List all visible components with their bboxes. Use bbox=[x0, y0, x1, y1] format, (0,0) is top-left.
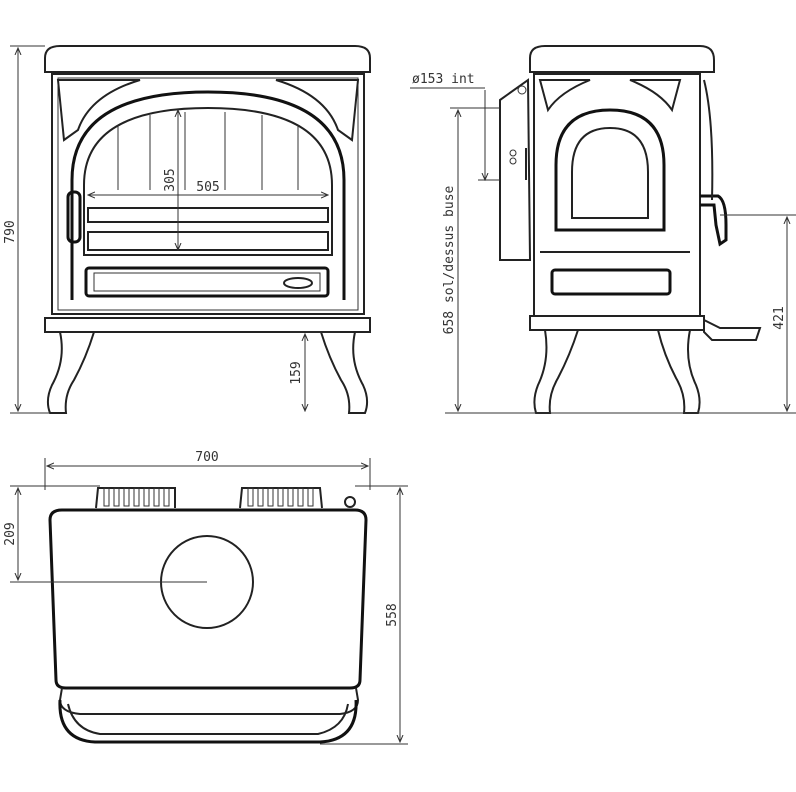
dim-height-total: 790 bbox=[3, 220, 18, 243]
top-dimensions: 700 209 558 bbox=[3, 450, 408, 745]
dim-depth-total: 558 bbox=[385, 603, 400, 626]
front-dimensions: 790 305 505 159 bbox=[3, 45, 340, 414]
vent-slots bbox=[103, 487, 314, 507]
dim-firebox-height: 305 bbox=[163, 168, 178, 191]
dim-leg-height: 159 bbox=[289, 361, 304, 384]
air-control-lever-icon bbox=[509, 148, 527, 180]
front-view bbox=[44, 45, 371, 414]
dim-flue-depth: 209 bbox=[3, 522, 18, 545]
side-view bbox=[499, 45, 762, 414]
dim-firebox-width: 505 bbox=[196, 180, 219, 195]
dim-flue-top-height: 658 sol/dessus buse bbox=[442, 185, 457, 334]
door-handle-icon bbox=[66, 190, 82, 244]
dim-side-height: 421 bbox=[772, 306, 787, 329]
firebox-grate bbox=[87, 112, 329, 251]
dim-width-total: 700 bbox=[195, 450, 218, 465]
top-view bbox=[48, 487, 368, 744]
side-dimensions: ø153 int 658 sol/dessus buse 421 bbox=[410, 72, 796, 414]
dim-flue-diameter: ø153 int bbox=[412, 72, 475, 87]
air-control-icon bbox=[283, 277, 313, 289]
side-handle-icon bbox=[700, 194, 728, 247]
